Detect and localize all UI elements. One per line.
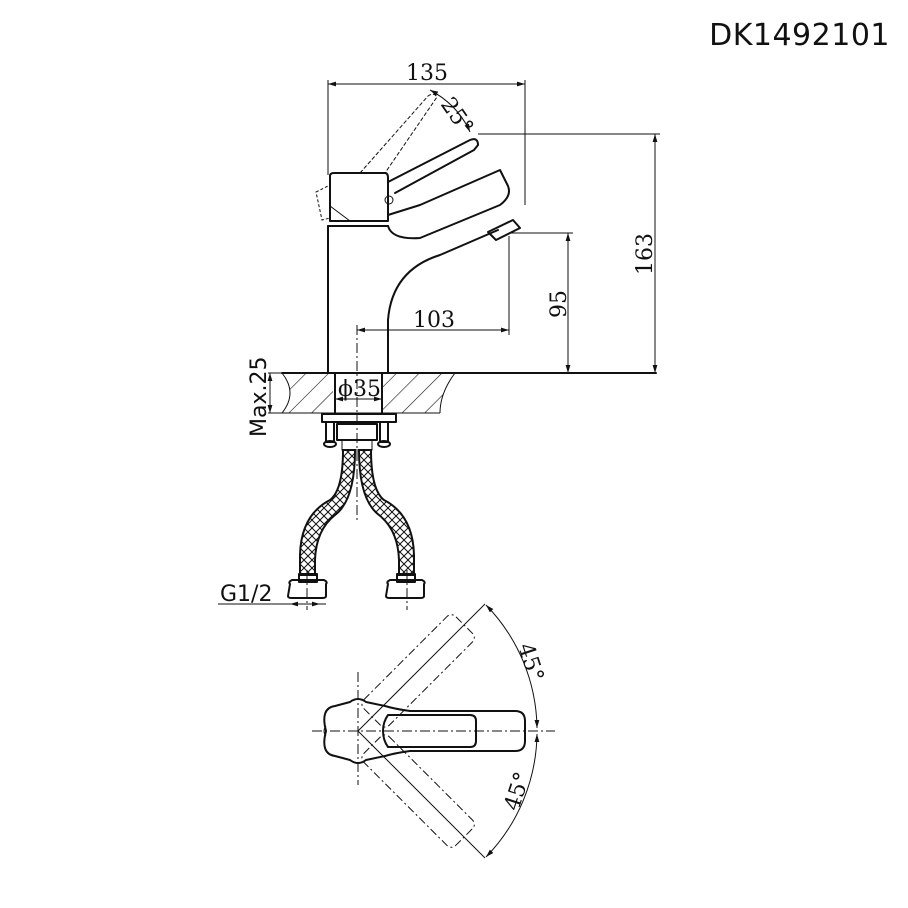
dim-phi35-label: ϕ35 <box>338 377 381 402</box>
dimension-spout-reach: 103 <box>357 236 510 335</box>
countertop-section <box>268 372 657 414</box>
dimension-hole-diameter: ϕ35 <box>335 377 382 402</box>
dimension-overall-height: 163 <box>478 133 660 373</box>
dimension-hose-thread: G1/2 <box>218 582 326 607</box>
dimension-max-deck: Max.25 <box>247 357 284 437</box>
dimension-handle-angle: 25° <box>429 89 478 139</box>
faucet-body <box>315 93 521 374</box>
dim-45deg-lower-label: 45° <box>500 769 536 814</box>
dim-103-label: 103 <box>413 308 455 333</box>
side-view: 135 25° 163 95 103 ϕ35 <box>218 61 660 610</box>
mounting-hardware <box>321 413 397 451</box>
model-code-label: DK1492101 <box>709 18 890 53</box>
dim-g12-label: G1/2 <box>220 582 272 607</box>
dim-max25-label: Max.25 <box>247 357 272 437</box>
supply-hoses <box>287 449 426 610</box>
top-view: 45° 45° <box>312 603 555 859</box>
dim-95-label: 95 <box>547 290 572 318</box>
dimension-spout-height: 95 <box>510 232 573 373</box>
dim-25deg-label: 25° <box>435 93 478 139</box>
dim-163-label: 163 <box>633 233 658 275</box>
dimension-overall-width: 135 <box>327 61 526 205</box>
dim-135-label: 135 <box>406 61 448 86</box>
dim-45deg-upper-label: 45° <box>512 640 548 685</box>
